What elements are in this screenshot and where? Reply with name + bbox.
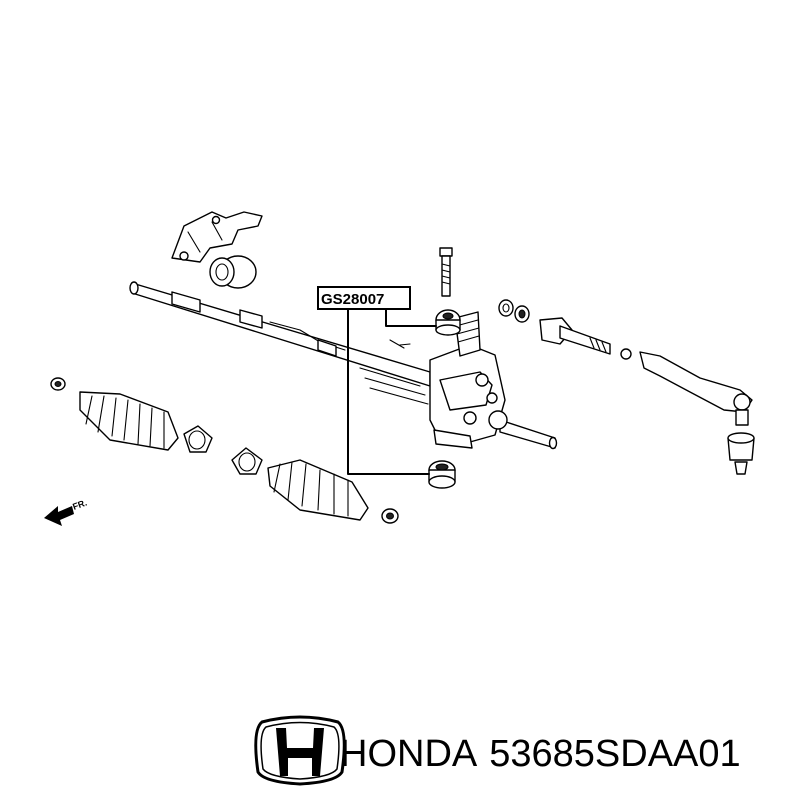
right-tie-rod-assembly	[498, 299, 755, 475]
rack-housing-tube	[129, 281, 558, 450]
left-boot-assembly	[50, 377, 213, 453]
front-arrow-icon	[44, 506, 74, 526]
part-callout: GS28007	[317, 286, 437, 475]
center-boot-assembly	[231, 447, 399, 524]
mounting-bracket	[171, 211, 263, 263]
steering-gearbox	[389, 311, 508, 449]
callout-label: GS28007	[321, 291, 384, 308]
front-direction-marker: FR.	[44, 498, 88, 526]
lower-bushing	[428, 460, 456, 489]
front-direction-label: FR.	[71, 498, 88, 512]
footer-caption: HONDA 53685SDAA01	[340, 733, 741, 776]
callout-box	[317, 286, 411, 310]
rack-bushing	[209, 255, 257, 289]
mounting-bolt	[439, 247, 453, 297]
upper-bushing	[435, 309, 461, 336]
footer-part-number: 53685SDAA01	[489, 733, 741, 775]
honda-h-logo	[254, 715, 346, 786]
footer-brand: HONDA	[340, 733, 478, 775]
